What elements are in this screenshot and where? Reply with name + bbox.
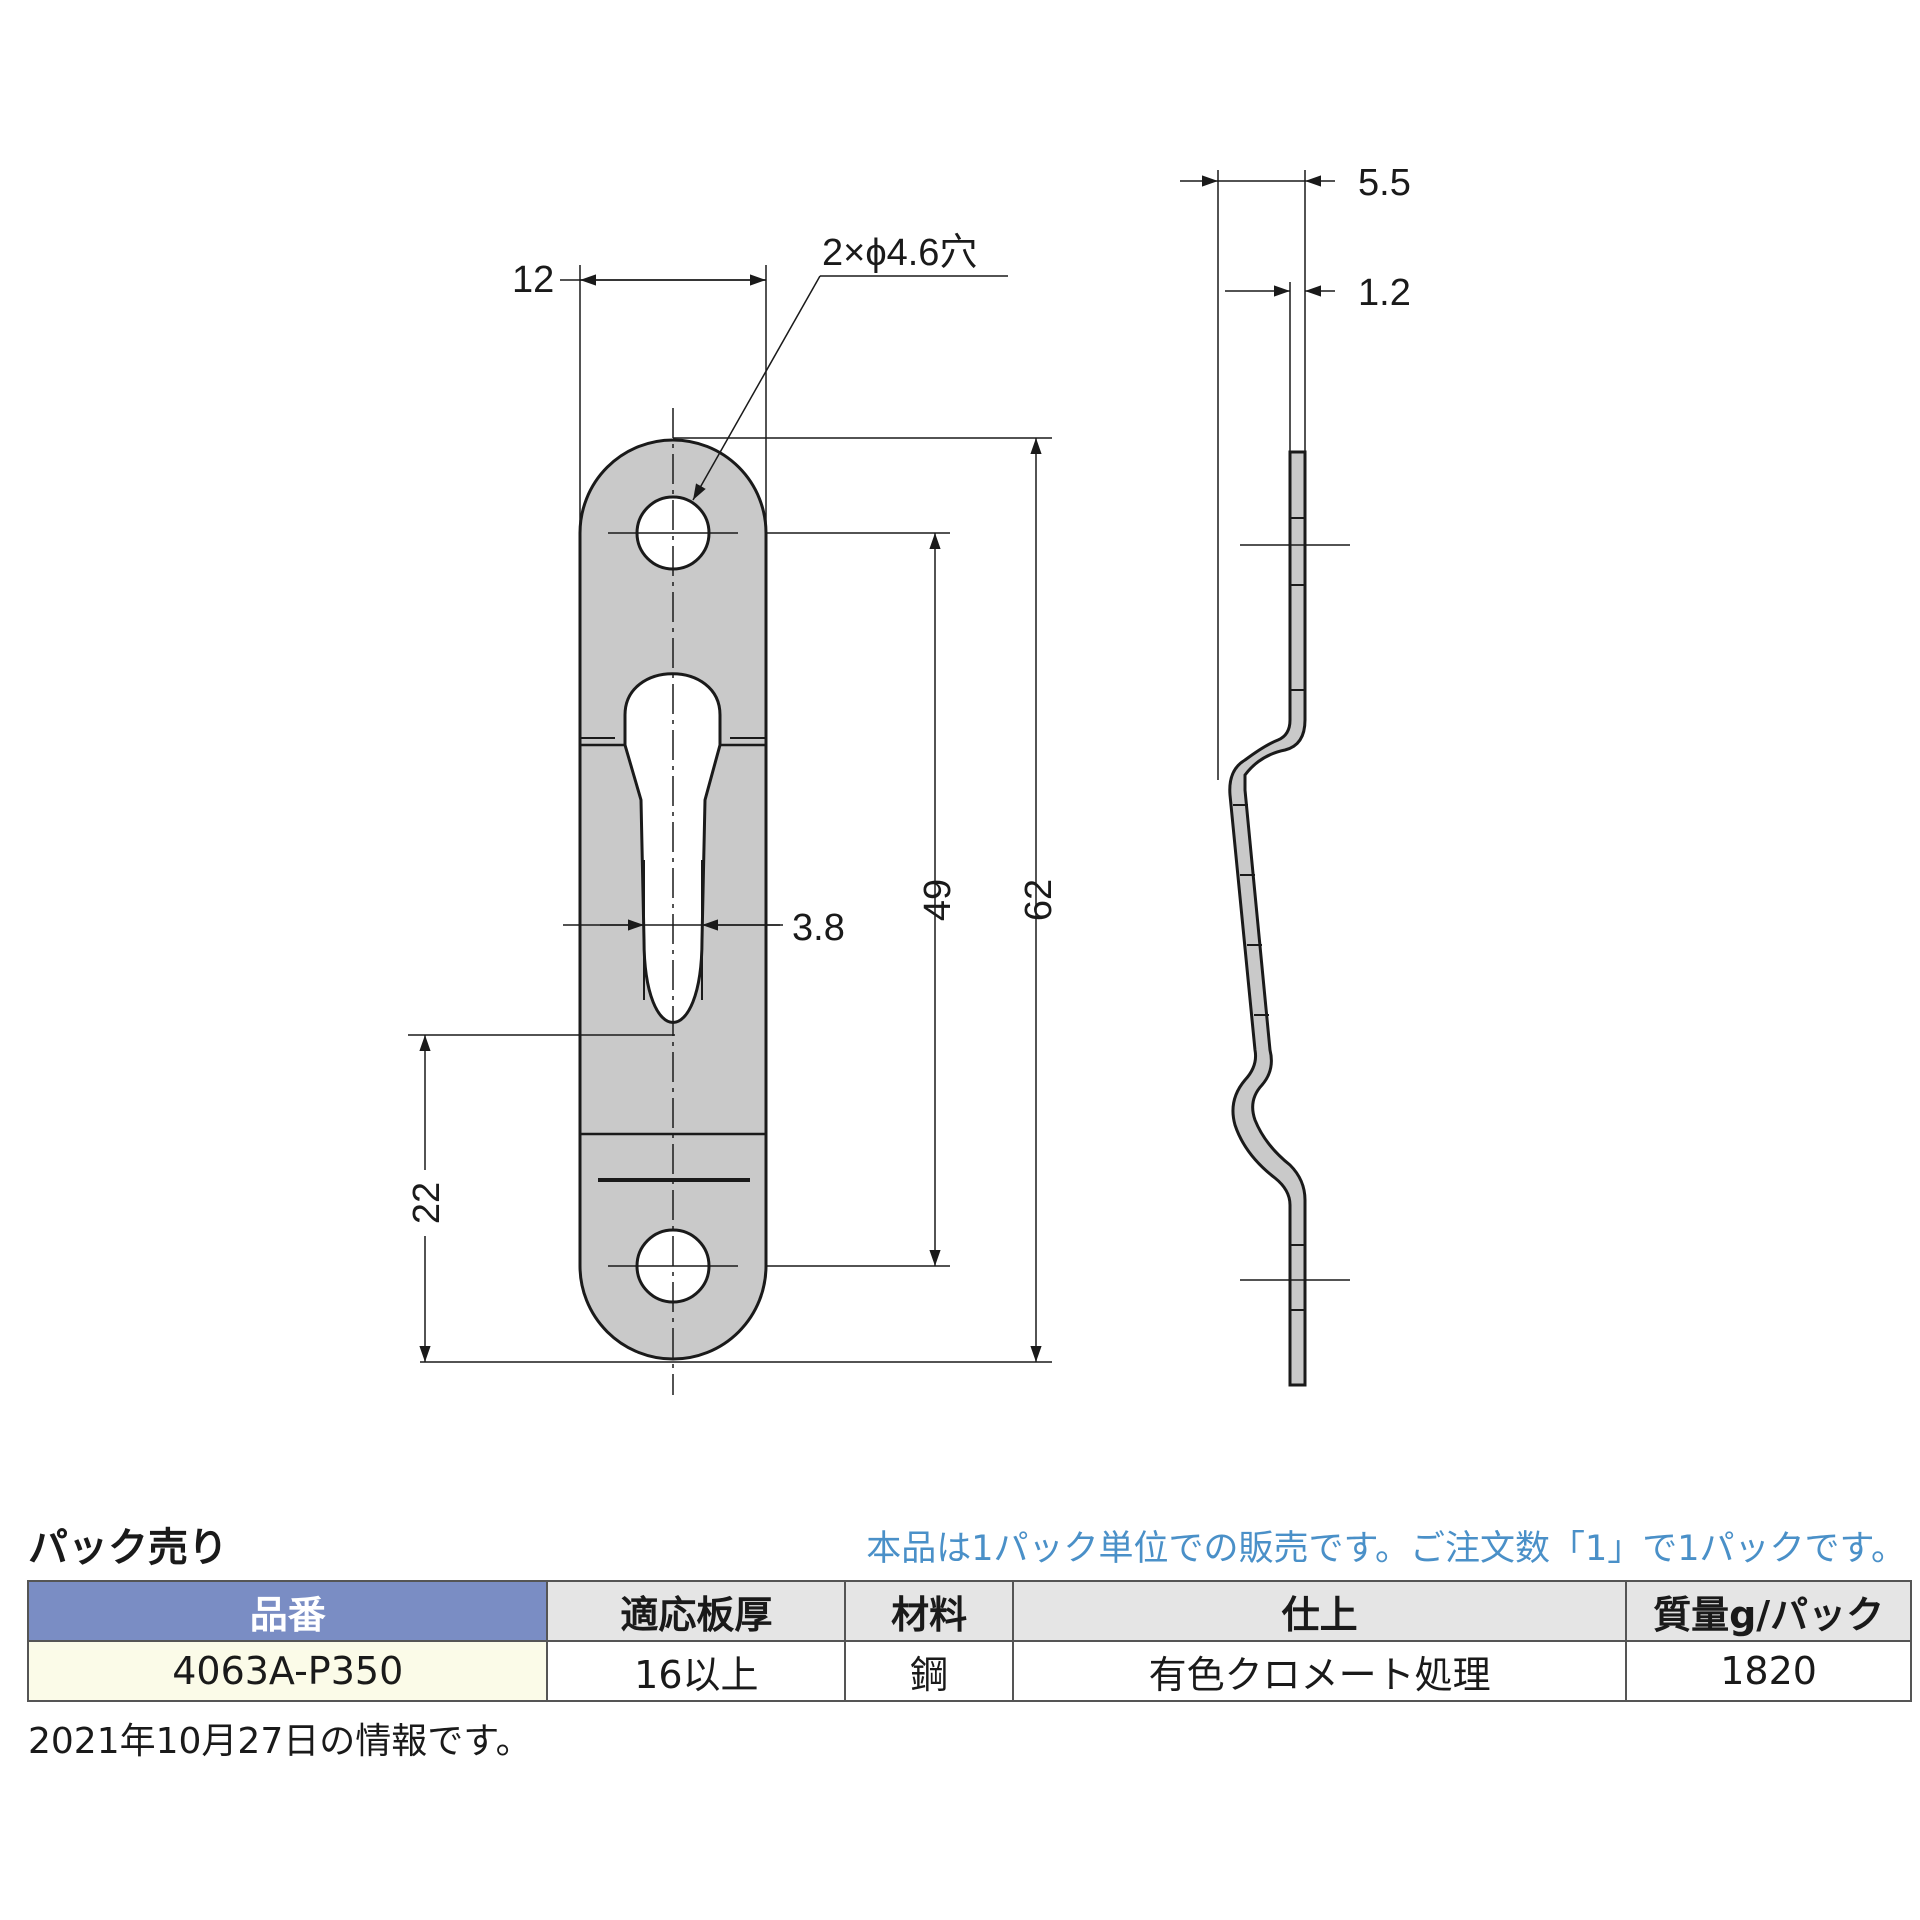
cell-part-no: 4063A-P350 xyxy=(26,1640,549,1702)
dim-slot: 3.8 xyxy=(600,907,845,949)
side-view xyxy=(1228,450,1350,1387)
cell-thickness: 16以上 xyxy=(546,1640,847,1702)
dim-hole-distance: 49 xyxy=(766,532,959,1267)
dim-length: 62 xyxy=(420,437,1060,1363)
cell-material: 鋼 xyxy=(844,1640,1014,1702)
header-thickness: 適応板厚 xyxy=(546,1580,847,1642)
table-row: 4063A-P350 16以上 鋼 有色クロメート処理 1820 xyxy=(26,1640,1912,1702)
dim-width-label: 12 xyxy=(512,259,554,301)
dim-length-label: 62 xyxy=(1018,879,1060,921)
dim-slot-label: 3.8 xyxy=(792,907,845,949)
cell-mass: 1820 xyxy=(1625,1640,1912,1702)
table-header-row: 品番 適応板厚 材料 仕上 質量g/パック xyxy=(26,1580,1912,1642)
dim-width: 12 xyxy=(512,259,767,533)
dim-thickness-label: 1.2 xyxy=(1358,272,1411,314)
dim-holes-label: 2×ϕ4.6穴 xyxy=(822,232,977,274)
pack-notice: 本品は1パック単位での販売です。ご注文数「1」で1パックです。 xyxy=(866,1529,1906,1569)
header-finish: 仕上 xyxy=(1011,1580,1628,1642)
dim-depth-label: 5.5 xyxy=(1358,162,1411,204)
technical-drawing: 12 2×ϕ4.6穴 3.8 49 62 22 xyxy=(405,162,1411,1395)
spec-table: 品番 適応板厚 材料 仕上 質量g/パック 4063A-P350 16以上 鋼 … xyxy=(26,1580,1912,1702)
dim-hole-distance-label: 49 xyxy=(917,879,959,921)
dim-thickness: 1.2 xyxy=(1225,272,1411,452)
header-material: 材料 xyxy=(844,1580,1014,1642)
dim-holes: 2×ϕ4.6穴 xyxy=(692,232,1008,501)
section-title: パック売り xyxy=(28,1525,228,1571)
dim-lower-label: 22 xyxy=(406,1182,448,1224)
dim-depth: 5.5 xyxy=(1180,162,1411,780)
dim-lower: 22 xyxy=(405,1034,675,1362)
header-part-no: 品番 xyxy=(26,1580,549,1642)
front-view xyxy=(563,408,783,1395)
header-mass: 質量g/パック xyxy=(1625,1580,1912,1642)
cell-finish: 有色クロメート処理 xyxy=(1011,1640,1628,1702)
info-date-note: 2021年10月27日の情報です。 xyxy=(28,1721,532,1762)
